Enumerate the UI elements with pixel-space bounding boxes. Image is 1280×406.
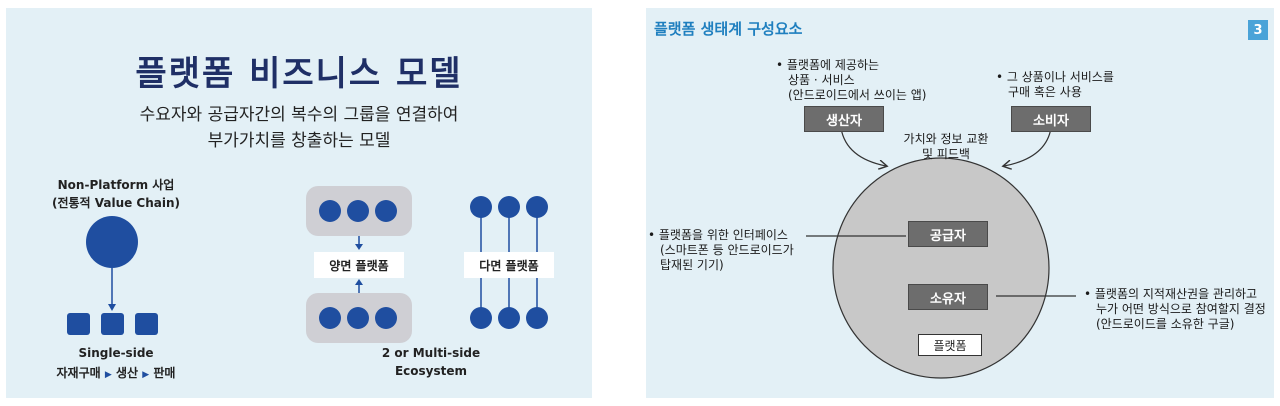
platform-box: 플랫폼 xyxy=(918,334,982,356)
producer-note-line-2: 상품 · 서비스 xyxy=(788,73,855,87)
producer-note-line-1: • 플랫폼에 제공하는 xyxy=(776,58,880,72)
exchange-note-line-1: 가치와 정보 교환 xyxy=(903,132,989,146)
supplier-box: 공급자 xyxy=(908,221,988,247)
group-node xyxy=(319,200,341,222)
group-node xyxy=(347,307,369,329)
ecosystem-sublabel: Ecosystem xyxy=(394,364,468,378)
group-node xyxy=(319,307,341,329)
chain-node-square xyxy=(67,313,90,335)
interface-note-line-1: • 플랫폼을 위한 인터페이스 xyxy=(648,228,788,242)
group-node xyxy=(375,307,397,329)
platform-ecosystem-panel: 플랫폼 생태계 구성요소 3 • 플랫폼에 제공하는 상품 · 서비스 (안드로… xyxy=(646,8,1274,398)
group-node xyxy=(375,200,397,222)
subtitle-line-2: 부가가치를 창출하는 모델 xyxy=(207,131,391,151)
producer-box: 생산자 xyxy=(804,106,884,132)
ecosystem-label: 2 or Multi-side xyxy=(381,346,481,360)
non-platform-connector xyxy=(108,268,116,311)
group-node xyxy=(470,307,492,329)
consumer-note-line-2: 구매 혹은 사용 xyxy=(1008,85,1082,99)
chain-node-square xyxy=(101,313,124,335)
owner-note-line-1: • 플랫폼의 지적재산권을 관리하고 xyxy=(1084,287,1258,301)
group-node xyxy=(498,196,520,218)
consumer-box: 소비자 xyxy=(1011,106,1091,132)
chain-node-square xyxy=(135,313,158,335)
platform-business-model-panel: 플랫폼 비즈니스 모델 수요자와 공급자간의 복수의 그룹을 연결하여 부가가치… xyxy=(6,8,592,398)
value-chain-steps: 자재구매 ▶ 생산 ▶ 판매 xyxy=(26,364,206,381)
interface-note-line-3: 탑재된 기기) xyxy=(660,258,724,272)
central-node-circle xyxy=(86,216,138,268)
ecosystem-diagram-shapes xyxy=(806,8,1076,379)
owner-box: 소유자 xyxy=(908,284,988,310)
group-node xyxy=(470,196,492,218)
owner-note-line-2: 누가 어떤 방식으로 참여할지 결정 xyxy=(1096,302,1266,316)
group-node xyxy=(526,307,548,329)
chain-step: 판매 xyxy=(153,366,176,380)
chain-arrow-icon: ▶ xyxy=(104,370,112,380)
chain-arrow-icon: ▶ xyxy=(142,370,150,380)
owner-note-line-3: (안드로이드를 소유한 구글) xyxy=(1096,317,1235,331)
consumer-note-line-1: • 그 상품이나 서비스를 xyxy=(996,70,1114,84)
group-node xyxy=(347,200,369,222)
panel-title: 플랫폼 생태계 구성요소 xyxy=(654,20,803,38)
exchange-note-line-2: 및 피드백 xyxy=(922,147,970,161)
chain-step: 자재구매 xyxy=(56,366,101,380)
subtitle-line-1: 수요자와 공급자간의 복수의 그룹을 연결하여 xyxy=(139,105,459,125)
group-node xyxy=(498,307,520,329)
two-sided-arrows xyxy=(355,236,363,293)
single-side-caption: Single-side xyxy=(78,346,154,360)
non-platform-label: Non-Platform 사업 xyxy=(57,178,175,192)
two-sided-platform-box: 양면 플랫폼 xyxy=(314,252,404,278)
chain-step: 생산 xyxy=(115,366,139,380)
panel-title: 플랫폼 비즈니스 모델 xyxy=(135,54,463,94)
producer-note-line-3: (안드로이드에서 쓰이는 앱) xyxy=(788,88,927,102)
interface-note-line-2: (스마트폰 등 안드로이드가 xyxy=(660,243,794,257)
multi-sided-platform-box: 다면 플랫폼 xyxy=(464,252,554,278)
non-platform-sublabel: (전통적 Value Chain) xyxy=(51,196,181,210)
page-number-badge: 3 xyxy=(1248,20,1268,40)
group-node xyxy=(526,196,548,218)
